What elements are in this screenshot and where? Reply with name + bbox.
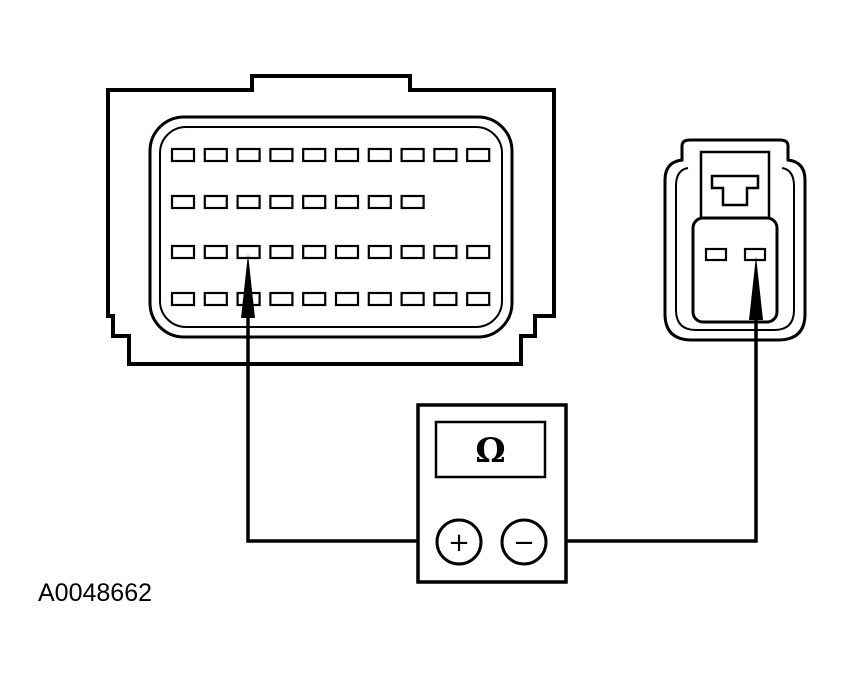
large-connector-pin <box>367 291 392 307</box>
large-connector-pin <box>302 194 327 210</box>
positive-terminal-label: + <box>448 528 470 558</box>
large-connector-pin <box>236 147 261 163</box>
small-connector-pin-row <box>704 247 767 262</box>
large-connector-pin <box>269 291 294 307</box>
large-connector <box>106 74 556 366</box>
large-connector-pin <box>269 147 294 163</box>
large-connector-pin <box>203 194 228 210</box>
ohm-symbol: Ω <box>475 431 505 471</box>
large-connector-pin <box>203 147 228 163</box>
positive-test-lead <box>246 287 437 543</box>
figure-reference-id: A0048662 <box>38 579 152 607</box>
negative-terminal-label: − <box>513 528 535 558</box>
small-connector <box>663 138 807 342</box>
large-connector-pin <box>400 291 425 307</box>
large-connector-pin <box>302 291 327 307</box>
large-connector-pin <box>400 147 425 163</box>
large-connector-pin <box>203 291 228 307</box>
large-connector-pin <box>302 244 327 260</box>
test-leads <box>241 254 763 543</box>
large-connector-pin <box>334 244 360 260</box>
positive-terminal <box>435 518 483 566</box>
large-connector-pin <box>170 244 196 260</box>
small-connector-latch-tab <box>710 174 760 207</box>
small-connector-pin-body <box>691 216 779 324</box>
large-connector-pin <box>269 244 294 260</box>
large-connector-pin <box>170 194 196 210</box>
large-connector-pin <box>269 194 294 210</box>
large-connector-pin <box>400 244 425 260</box>
large-connector-pin-grid <box>170 147 491 307</box>
ohmmeter-display <box>434 420 547 479</box>
large-connector-pin <box>367 147 392 163</box>
large-connector-pin <box>334 194 360 210</box>
small-connector-inner-shroud <box>675 167 795 331</box>
large-connector-pin <box>466 147 491 163</box>
large-connector-pin <box>400 194 425 210</box>
large-connector-pin <box>433 244 458 260</box>
large-connector-pin <box>367 194 392 210</box>
large-connector-pin <box>170 291 196 307</box>
large-connector-pin <box>236 244 261 260</box>
large-connector-pin <box>367 244 392 260</box>
large-connector-pin <box>433 147 458 163</box>
large-connector-pin <box>170 147 196 163</box>
negative-test-lead <box>547 287 758 543</box>
negative-probe-tip <box>749 256 763 320</box>
large-connector-pin <box>302 147 327 163</box>
large-connector-pin <box>334 147 360 163</box>
large-connector-pin <box>466 291 491 307</box>
large-connector-pin <box>236 194 261 210</box>
small-connector-pin <box>704 247 728 262</box>
large-connector-pin <box>334 291 360 307</box>
ohmmeter: Ω + − <box>416 403 568 584</box>
large-connector-pin <box>466 244 491 260</box>
negative-terminal <box>500 518 548 566</box>
positive-probe-tip <box>241 254 255 318</box>
large-connector-pin <box>433 291 458 307</box>
small-connector-pin <box>743 247 767 262</box>
large-connector-pin <box>203 244 228 260</box>
